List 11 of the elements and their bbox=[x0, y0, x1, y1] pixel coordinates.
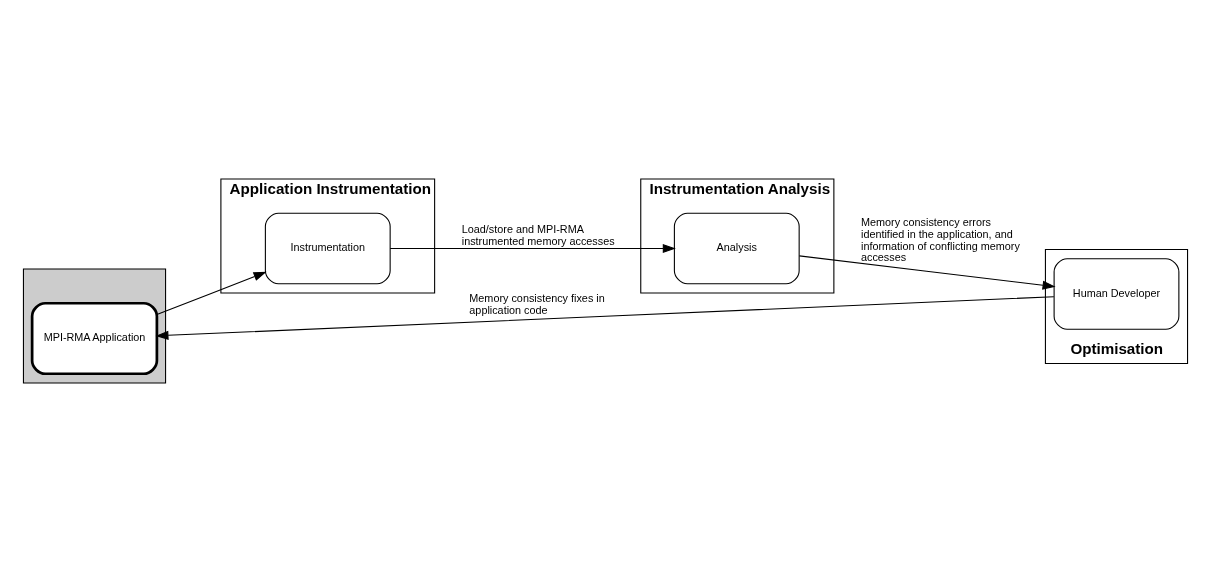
arrow bbox=[389, 243, 676, 253]
arrow bbox=[156, 271, 267, 316]
edge-label: Load/store and MPI-RMA instrumented memory accesses bbox=[461, 223, 615, 248]
node-box: Human Developer bbox=[1053, 258, 1180, 330]
edge-label: Memory consistency fixes in application code bbox=[469, 291, 605, 316]
arrow bbox=[798, 255, 1056, 290]
node-box: MPI-RMA Application bbox=[30, 301, 159, 376]
node-box: Analysis bbox=[673, 212, 800, 285]
edge-label: Memory consistency errors identified in the application, and information of conflicting memory accesses bbox=[861, 215, 1020, 264]
arrow bbox=[155, 296, 1055, 340]
node-box: Instrumentation bbox=[264, 212, 391, 285]
